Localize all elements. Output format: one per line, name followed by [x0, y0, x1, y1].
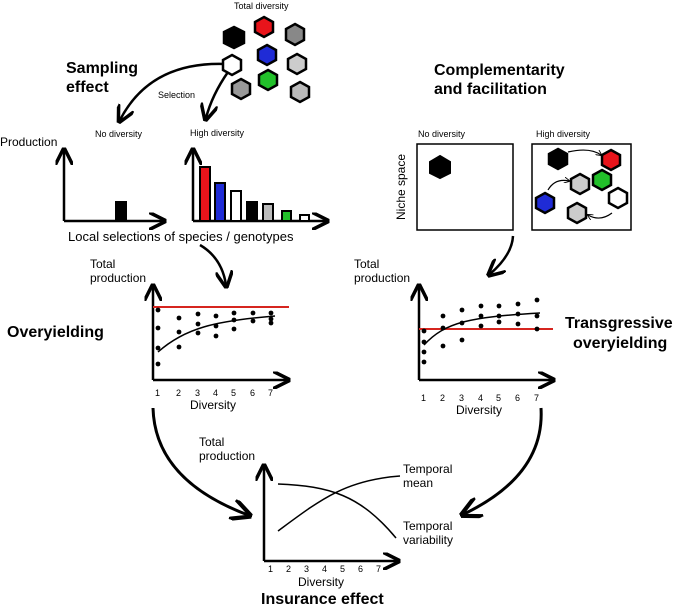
overyielding-xlabel: Diversity [190, 398, 237, 412]
overyielding-tick-5: 5 [231, 388, 237, 398]
sampling-high-diversity-label: High diversity [190, 128, 245, 138]
hexagon-lightgray [286, 52, 308, 76]
overyielding-tick-3: 3 [195, 388, 201, 398]
complementarity-no-diversity-label: No diversity [418, 129, 466, 139]
sampling-title-line2: effect [66, 79, 109, 96]
hexagon-darkgray [284, 22, 306, 47]
insurance-tick-1: 1 [268, 564, 274, 574]
arrow-to-high-diversity [206, 71, 230, 118]
transgressive-label-line1: Transgressive [565, 315, 673, 332]
arrow-left-to-insurance [151, 407, 248, 515]
temporal-mean-line2: mean [403, 476, 434, 490]
insurance-tick-7: 7 [376, 564, 382, 574]
temporal-variability-line2: variability [403, 533, 454, 547]
insurance-xlabel: Diversity [298, 575, 345, 589]
hexagon-white [221, 53, 243, 77]
selection-label: Selection [158, 90, 196, 100]
insurance-tick-4: 4 [322, 564, 328, 574]
overyielding-tick-1: 1 [155, 388, 161, 398]
temporal-variability-curve [277, 483, 397, 539]
transgressive-tick-1: 1 [421, 393, 427, 403]
arrow-right-to-insurance [464, 407, 543, 514]
complementarity-title-line2: and facilitation [434, 81, 547, 98]
hexagon-blue [256, 43, 278, 67]
no-diversity-bar [115, 201, 127, 221]
temporal-variability-line1: Temporal [403, 519, 453, 533]
arrow-to-transgressive [490, 235, 515, 274]
overyielding-label: Overyielding [7, 324, 104, 341]
temporal-mean-line1: Temporal [403, 462, 453, 476]
local-selections-caption: Local selections of species / genotypes [68, 229, 294, 244]
data-points [421, 297, 540, 365]
transgressive-tick-7: 7 [534, 393, 540, 403]
mixture-curve [157, 315, 276, 353]
data-points [155, 307, 274, 367]
facilitation-arrows [547, 149, 613, 218]
transgressive-ylabel-line1: Total [354, 257, 380, 271]
transgressive-plot [419, 287, 553, 380]
insurance-tick-2: 2 [286, 564, 292, 574]
total-diversity-hexagons [221, 15, 311, 104]
high-diversity-bars [199, 166, 310, 222]
overyielding-tick-6: 6 [250, 388, 256, 398]
hexagon-speckled [230, 77, 252, 101]
complementarity-title-line1: Complementarity [434, 62, 565, 79]
sampling-no-diversity-label: No diversity [95, 129, 143, 139]
niche-hexagons [534, 147, 629, 225]
temporal-mean-curve [277, 475, 401, 532]
hexagon-red [253, 15, 275, 39]
overyielding-ylabel-line2: production [90, 271, 147, 285]
sampling-title-line1: Sampling [66, 60, 139, 77]
hexagon-green [257, 68, 279, 92]
insurance-tick-3: 3 [304, 564, 310, 574]
insurance-plot [264, 467, 400, 561]
hexagon-black [222, 25, 246, 50]
insurance-effect-title: Insurance effect [261, 591, 384, 608]
production-label: Production [0, 135, 58, 149]
transgressive-tick-5: 5 [496, 393, 502, 403]
arrow-to-no-diversity [120, 62, 225, 120]
transgressive-label-line2: overyielding [573, 335, 668, 352]
total-diversity-label: Total diversity [234, 1, 289, 11]
overyielding-plot [153, 287, 289, 380]
overyielding-tick-4: 4 [213, 388, 219, 398]
overyielding-tick-2: 2 [176, 388, 182, 398]
no-diversity-niche-box [416, 143, 514, 231]
complementarity-high-diversity-label: High diversity [536, 129, 591, 139]
overyielding-ylabel-line1: Total [90, 257, 116, 271]
transgressive-tick-6: 6 [515, 393, 521, 403]
overyielding-tick-7: 7 [268, 388, 274, 398]
insurance-ylabel-line2: production [199, 449, 256, 463]
insurance-tick-6: 6 [358, 564, 364, 574]
transgressive-tick-3: 3 [459, 393, 465, 403]
transgressive-tick-4: 4 [478, 393, 484, 403]
hexagon-black-single [429, 154, 451, 180]
insurance-ylabel-line1: Total [199, 435, 225, 449]
transgressive-tick-2: 2 [440, 393, 446, 403]
insurance-tick-5: 5 [340, 564, 346, 574]
niche-space-label: Niche space [394, 153, 408, 220]
arrow-to-overyielding [199, 243, 226, 285]
transgressive-ylabel-line2: production [354, 271, 411, 285]
hexagon-lightgray-2 [289, 80, 311, 104]
transgressive-xlabel: Diversity [456, 403, 503, 417]
